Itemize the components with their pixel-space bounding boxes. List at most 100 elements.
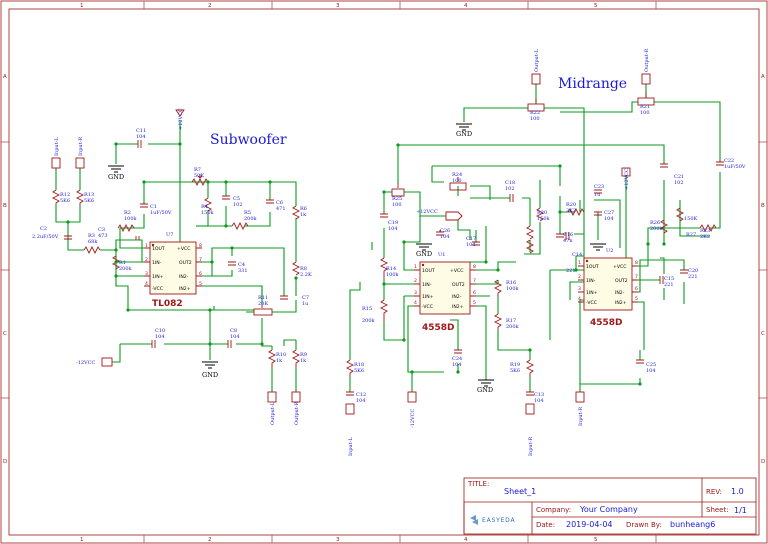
gnd-label-5: GND [477, 386, 493, 394]
sub-output-r-label: Output-R [294, 402, 300, 425]
c24-val: 104 [452, 362, 462, 368]
tb-title-label: TITLE: [467, 480, 489, 488]
mid-neg-vcc-port-icon [407, 391, 417, 403]
r6-ref: R6 [300, 206, 307, 212]
r3-ref: R3 [88, 233, 95, 239]
r14-ref: R14 [386, 266, 396, 272]
r15-val: 200k [362, 318, 376, 324]
u1-num-5: 5 [473, 300, 476, 306]
sub-neg-vcc-label: -12VCC [76, 360, 95, 366]
u1-num-2: 2 [414, 278, 417, 284]
u2-name: 4558D [590, 318, 623, 328]
gnd-label-3: GND [456, 130, 472, 138]
tb-date: 2019-04-04 [566, 520, 613, 529]
tl082-num-7: 7 [199, 257, 202, 263]
r10-val: 1k [276, 358, 283, 364]
output-r-port-icon [291, 391, 301, 403]
output-l-port-icon [267, 391, 277, 403]
gnd-label-4: GND [416, 250, 432, 258]
easyeda-logo-icon: EASYEDA [470, 515, 515, 525]
r12-val: 5K6 [60, 198, 70, 204]
c15-ref: C15 [664, 276, 674, 282]
u1-num-1: 1 [414, 264, 417, 270]
u2-num-3: 3 [578, 286, 581, 292]
tl082-pin-out2: OUT2 [179, 260, 192, 266]
title-block: TITLE: Sheet_1 REV: 1.0 Company: Your Co… [463, 477, 757, 535]
r24-val: 100 [452, 178, 462, 184]
r5-val: 200k [244, 216, 258, 222]
frame-col-4: 4 [464, 3, 468, 9]
c2-ref: C2 [40, 226, 47, 232]
tl082-pin-neg-vcc: -VCC [152, 286, 163, 292]
junction-dots [66, 142, 666, 386]
u2-pin-1out: 1OUT [586, 264, 599, 270]
r20-ref: R20 [537, 210, 547, 216]
c26-val: 104 [440, 234, 450, 240]
r27-ref: R27 [686, 232, 696, 238]
c14-val: 221 [566, 268, 576, 274]
c14-ref: C14 [572, 252, 582, 258]
r17-val: 200k [506, 324, 520, 330]
u1-num-8: 8 [473, 264, 476, 270]
c21-ref: C21 [674, 174, 684, 180]
frame-row-b: B [3, 203, 7, 209]
frame-row-c: C [3, 331, 7, 337]
c12-ref: C12 [356, 392, 366, 398]
u2-label: U2 [606, 248, 613, 254]
frame-row-a-right: A [761, 74, 765, 80]
tl082-pin-vcc: +VCC [177, 246, 190, 252]
tl082-num-6: 6 [199, 271, 202, 277]
midrange-title: Midrange [558, 76, 627, 92]
r15-ref: R15 [362, 306, 372, 312]
midrange-wires [349, 84, 721, 392]
u1-num-6: 6 [473, 290, 476, 296]
r2-ref: R2 [124, 210, 131, 216]
tl082-num-1: 1 [145, 243, 148, 249]
mid-vcc-flag-label: +12VCC [416, 209, 438, 215]
u2-num-5: 5 [635, 296, 638, 302]
r22-ref: R22 [530, 110, 540, 116]
tl082-num-4: 4 [145, 281, 148, 287]
u1-pin-in2-plus: IN2+ [452, 304, 464, 310]
r19-ref: R19 [510, 362, 520, 368]
c25-ref: C25 [646, 362, 656, 368]
r25-ref: R25 [392, 196, 402, 202]
u2-ic [583, 257, 633, 311]
u2-pin-in2-minus: IN2- [615, 290, 625, 296]
c10-ref: C10 [155, 328, 165, 334]
r13-val: 5K6 [84, 198, 94, 204]
c13-val: 104 [534, 398, 544, 404]
frame-col-2-bottom: 2 [208, 537, 212, 543]
mid-vcc-pos-label: +12VCC [624, 168, 630, 190]
u1-pin-neg-vcc: -VCC [422, 304, 433, 310]
u2-num-8: 8 [635, 260, 638, 266]
c17-val: 104 [466, 242, 476, 248]
r16-val: 100k [506, 286, 520, 292]
frame-col-5-bottom: 5 [594, 537, 598, 543]
u1-pin-vcc: +VCC [450, 268, 463, 274]
r11-ref: R11 [258, 295, 268, 301]
u1-label: U1 [438, 252, 445, 258]
r25-val: 100 [392, 202, 402, 208]
r9-val: 1k [300, 358, 307, 364]
frame-col-3-bottom: 3 [336, 537, 340, 543]
c16-val: 47n [563, 238, 573, 244]
u2-num-7: 7 [635, 274, 638, 280]
c22-ref: C22 [724, 158, 734, 164]
subwoofer-title: Subwoofer [210, 132, 287, 148]
c27-val: 104 [604, 216, 614, 222]
u1-num-7: 7 [473, 278, 476, 284]
mid-output-l-port-icon [531, 73, 541, 85]
tb-date-label: Date: [536, 521, 555, 529]
u2-pin-out2: OUT2 [615, 278, 628, 284]
subwoofer-components [51, 109, 301, 403]
mid-vcc-port-icon [621, 167, 631, 177]
r23-val: 2K2 [700, 234, 710, 240]
c4-ref: C4 [238, 262, 245, 268]
r21-ref: R21 [640, 104, 650, 110]
r7-val: 50K [194, 173, 204, 179]
mid-output-r-port-icon [641, 73, 651, 85]
frame-col-3: 3 [336, 3, 340, 9]
c27-ref: C27 [604, 210, 614, 216]
